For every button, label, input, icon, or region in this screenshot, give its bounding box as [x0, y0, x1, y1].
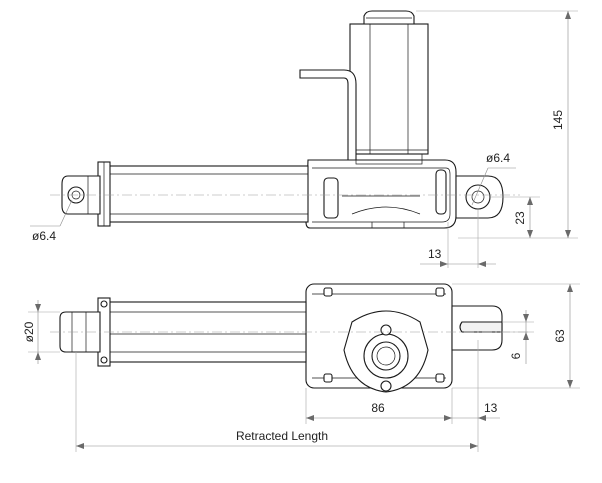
dim-retracted-length: Retracted Length	[236, 429, 328, 443]
dim-13-rear: 13	[428, 247, 442, 261]
dim-rear-pin-hole: ø6.4	[486, 151, 510, 165]
dim-86: 86	[371, 401, 385, 415]
dim-front-pin-hole: ø6.4	[32, 229, 56, 243]
side-view-dimensions: 145 23 ø6.4 13 ø6.4	[30, 10, 578, 268]
dim-23: 23	[513, 211, 527, 225]
gearbox-body-top	[305, 283, 453, 393]
rear-clevis	[451, 305, 503, 351]
dim-145: 145	[551, 110, 565, 130]
outer-tube	[97, 161, 309, 227]
rear-mount-eye	[455, 175, 504, 219]
dim-tube-diameter: ø20	[22, 321, 36, 342]
side-view	[50, 10, 520, 229]
dim-13-clevis: 13	[484, 401, 498, 415]
top-view	[50, 283, 530, 393]
motor-can	[349, 10, 429, 155]
dim-63: 63	[553, 329, 567, 343]
gearbox-housing	[305, 153, 457, 229]
dim-6: 6	[509, 352, 523, 359]
top-view-dimensions: ø20 63 6 86 13 Retracted Length	[22, 283, 580, 452]
